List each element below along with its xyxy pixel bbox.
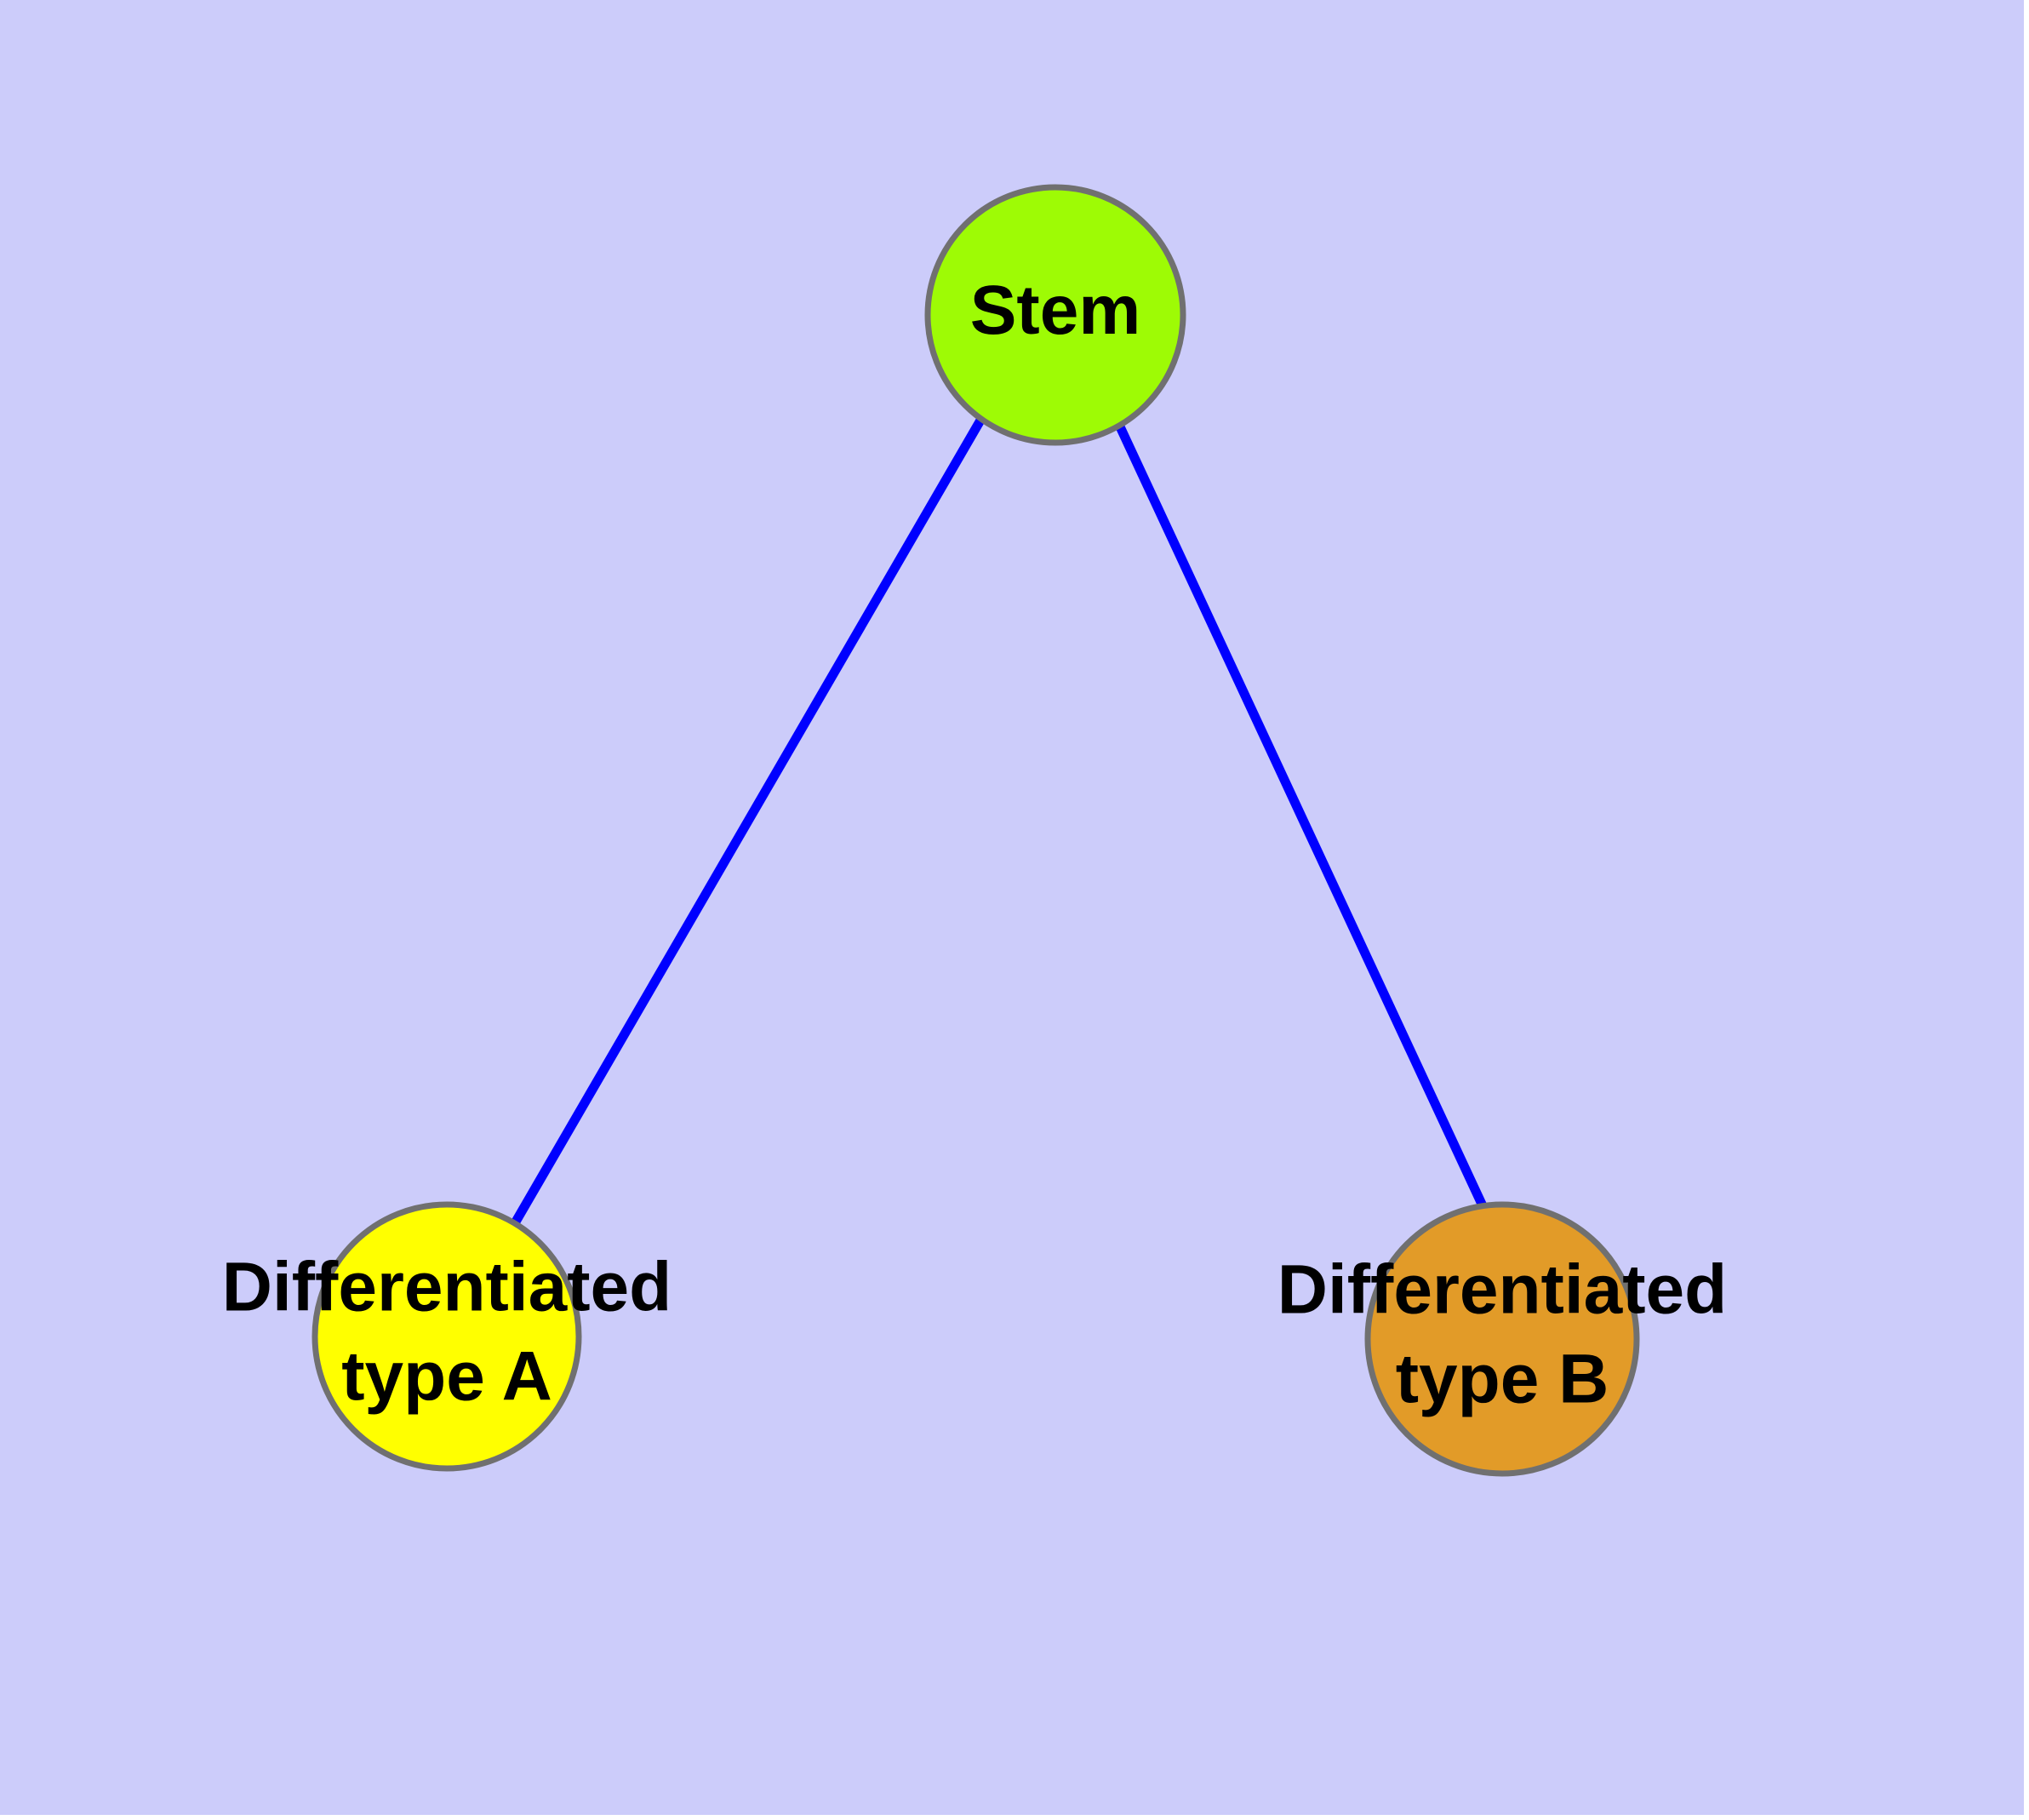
node-stem[interactable] [924, 184, 1186, 446]
node-label-line: Differentiated [222, 1248, 672, 1325]
edge-stem-to-diff-a[interactable] [508, 416, 986, 1230]
node-circle-differentiated-type-b[interactable] [1364, 1201, 1640, 1477]
node-label-line: type B [1396, 1340, 1609, 1417]
nodes-layer [311, 184, 1640, 1477]
edge-stem-to-diff-b[interactable] [1114, 421, 1495, 1227]
node-label-differentiated-type-a: Differentiated type A [222, 1248, 672, 1415]
node-circle-stem[interactable] [924, 184, 1186, 446]
node-circle-differentiated-type-a[interactable] [311, 1201, 582, 1472]
node-label-line: type A [341, 1337, 552, 1415]
node-label-differentiated-type-b: Differentiated type B [1277, 1251, 1728, 1417]
node-label-line: Differentiated [1277, 1251, 1728, 1328]
node-label-line: Stem [970, 272, 1141, 349]
node-differentiated-type-b[interactable] [1364, 1201, 1640, 1477]
labels-layer: Stem Differentiated type A Differentiated… [222, 272, 1728, 1418]
edges-layer [508, 416, 1495, 1230]
node-differentiated-type-a[interactable] [311, 1201, 582, 1472]
node-label-stem: Stem [970, 272, 1141, 349]
